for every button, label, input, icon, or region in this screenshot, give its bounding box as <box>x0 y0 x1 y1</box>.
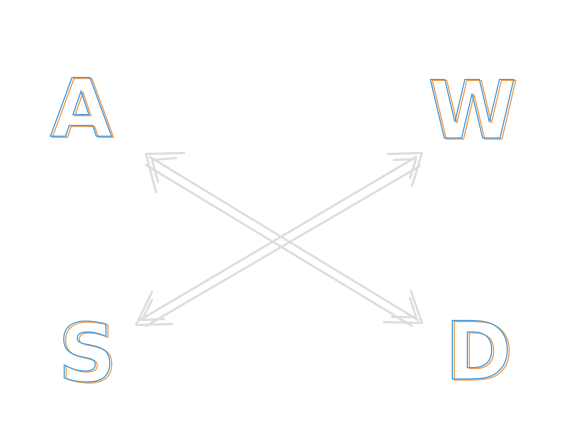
key-w-label: W W <box>427 63 518 158</box>
svg-text:S: S <box>58 307 116 400</box>
svg-text:A: A <box>50 62 112 155</box>
svg-text:W: W <box>430 65 518 158</box>
svg-text:D: D <box>447 306 513 399</box>
key-d-label: D D <box>444 304 514 399</box>
svg-text:D: D <box>445 305 511 398</box>
svg-text:S: S <box>60 308 118 401</box>
svg-text:W: W <box>428 64 516 157</box>
key-a-label: A A <box>49 61 114 156</box>
svg-text:A: A <box>52 63 114 156</box>
arrow-tr-bl <box>134 151 424 328</box>
diagonal-cross-double-arrow-icon <box>134 151 424 328</box>
arrow-tl-br <box>144 151 424 328</box>
key-s-label: S S <box>57 306 118 401</box>
